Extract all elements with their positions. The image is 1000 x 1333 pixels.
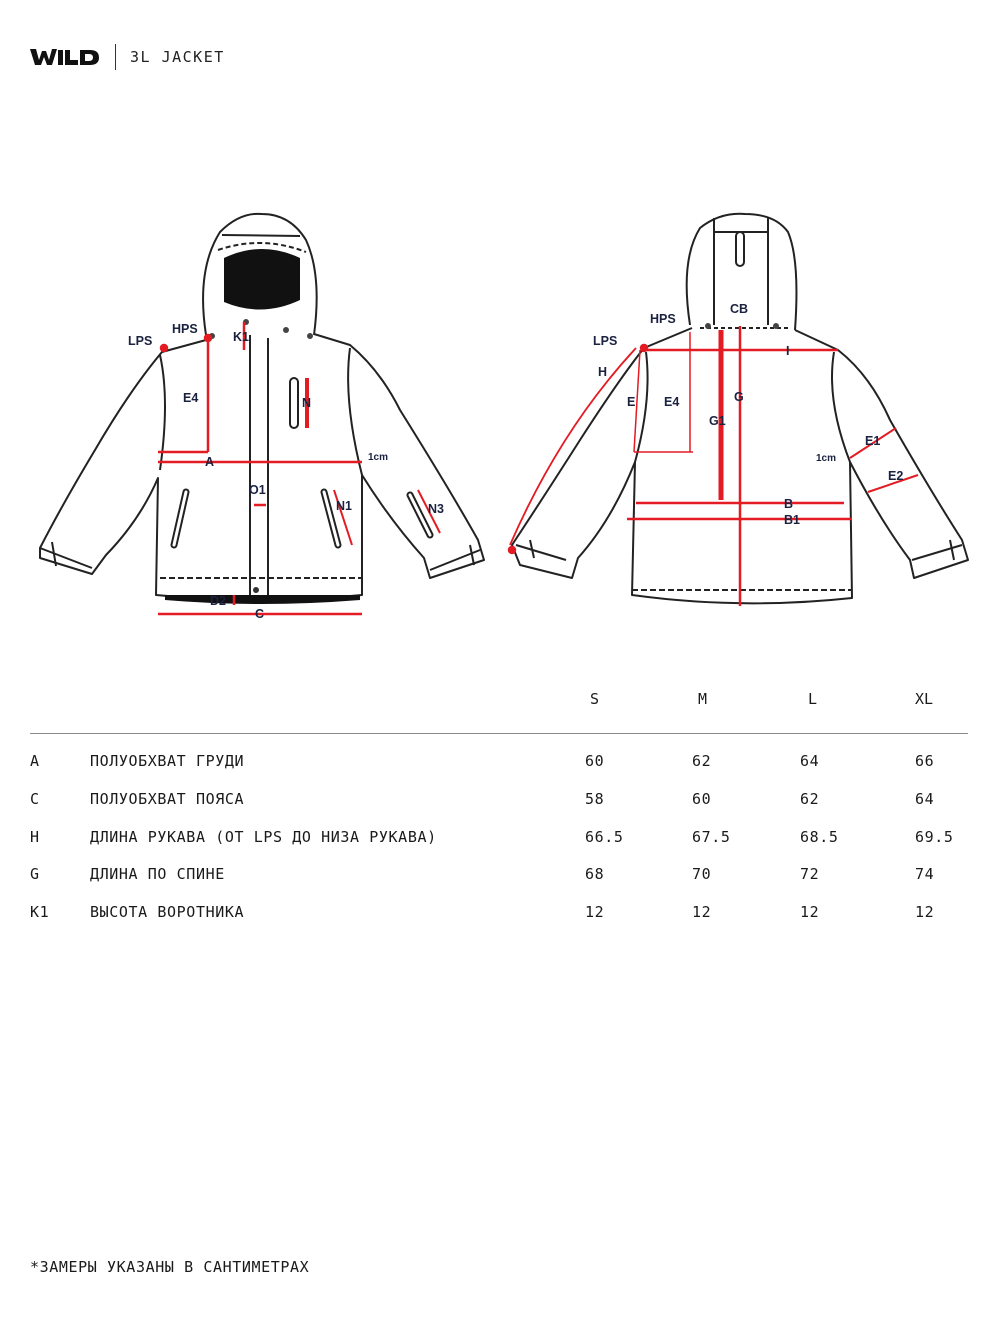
svg-text:D2: D2 <box>210 594 226 608</box>
value-s: 12 <box>585 903 605 921</box>
front-body-outline <box>39 333 485 601</box>
value-m: 12 <box>692 903 712 921</box>
svg-text:1cm: 1cm <box>368 452 388 463</box>
value-m: 67.5 <box>692 828 731 846</box>
measure-description: ВЫСОТА ВОРОТНИКА <box>90 903 245 921</box>
value-xl: 66 <box>915 752 935 770</box>
table-row: H ДЛИНА РУКАВА (ОТ LPS ДО НИЗА РУКАВА) 6… <box>30 828 970 848</box>
footnote: *ЗАМЕРЫ УКАЗАНЫ В САНТИМЕТРАХ <box>30 1258 310 1276</box>
value-l: 68.5 <box>800 828 839 846</box>
wild-logo-icon <box>30 49 99 65</box>
svg-text:O1: O1 <box>249 483 266 497</box>
back-body-outline <box>511 327 969 605</box>
product-title: 3L JACKET <box>130 48 225 66</box>
value-l: 64 <box>800 752 820 770</box>
value-l: 62 <box>800 790 820 808</box>
jacket-technical-drawing: LPS HPS K1 E4 N A 1cm O1 N1 N3 D2 C <box>39 212 969 621</box>
value-l: 72 <box>800 865 820 883</box>
table-row: C ПОЛУОБХВАТ ПОЯСА 58 60 62 64 <box>30 790 970 810</box>
svg-text:E4: E4 <box>664 395 679 409</box>
table-row: A ПОЛУОБХВАТ ГРУДИ 60 62 64 66 <box>30 752 970 772</box>
svg-text:1cm: 1cm <box>816 453 836 464</box>
svg-text:I: I <box>786 344 789 358</box>
measure-description: ДЛИНА ПО СПИНЕ <box>90 865 225 883</box>
header-divider <box>115 44 116 70</box>
value-s: 66.5 <box>585 828 624 846</box>
svg-text:E4: E4 <box>183 391 198 405</box>
column-header-m: M <box>698 690 708 708</box>
measure-description: ПОЛУОБХВАТ ПОЯСА <box>90 790 245 808</box>
value-xl: 12 <box>915 903 935 921</box>
svg-text:N: N <box>302 396 311 410</box>
column-header-xl: XL <box>915 690 934 708</box>
svg-text:N3: N3 <box>428 502 444 516</box>
value-s: 58 <box>585 790 605 808</box>
svg-text:B: B <box>784 497 793 511</box>
measure-description: ПОЛУОБХВАТ ГРУДИ <box>90 752 245 770</box>
value-m: 62 <box>692 752 712 770</box>
svg-text:HPS: HPS <box>172 322 198 336</box>
measure-description: ДЛИНА РУКАВА (ОТ LPS ДО НИЗА РУКАВА) <box>90 828 437 846</box>
table-row: G ДЛИНА ПО СПИНЕ 68 70 72 74 <box>30 865 970 885</box>
value-xl: 69.5 <box>915 828 954 846</box>
value-m: 60 <box>692 790 712 808</box>
svg-text:H: H <box>598 365 607 379</box>
svg-text:B1: B1 <box>784 513 800 527</box>
svg-text:K1: K1 <box>233 330 249 344</box>
jacket-measurement-diagram: LPS HPS K1 E4 N A 1cm O1 N1 N3 D2 C <box>0 200 1000 630</box>
column-header-s: S <box>590 690 600 708</box>
table-row: K1 ВЫСОТА ВОРОТНИКА 12 12 12 12 <box>30 903 970 923</box>
back-hood-outline <box>685 212 798 331</box>
value-xl: 64 <box>915 790 935 808</box>
page-header: 3L JACKET <box>30 44 225 70</box>
value-xl: 74 <box>915 865 935 883</box>
svg-text:HPS: HPS <box>650 312 676 326</box>
value-s: 68 <box>585 865 605 883</box>
svg-text:N1: N1 <box>336 499 352 513</box>
svg-text:LPS: LPS <box>128 334 152 348</box>
value-m: 70 <box>692 865 712 883</box>
svg-text:LPS: LPS <box>593 334 617 348</box>
svg-text:G: G <box>734 390 744 404</box>
svg-text:E2: E2 <box>888 469 903 483</box>
table-divider <box>30 733 968 734</box>
svg-text:C: C <box>255 607 264 621</box>
measure-code: C <box>30 790 40 808</box>
value-l: 12 <box>800 903 820 921</box>
front-hood-outline <box>202 212 318 336</box>
column-header-l: L <box>808 690 818 708</box>
svg-text:G1: G1 <box>709 414 726 428</box>
value-s: 60 <box>585 752 605 770</box>
svg-text:CB: CB <box>730 302 748 316</box>
hood-opening-fill <box>224 249 300 310</box>
svg-text:E: E <box>627 395 635 409</box>
measure-code: K1 <box>30 903 50 921</box>
measure-code: G <box>30 865 40 883</box>
measure-code: A <box>30 752 40 770</box>
measure-code: H <box>30 828 40 846</box>
svg-text:E1: E1 <box>865 434 880 448</box>
svg-text:A: A <box>205 455 214 469</box>
